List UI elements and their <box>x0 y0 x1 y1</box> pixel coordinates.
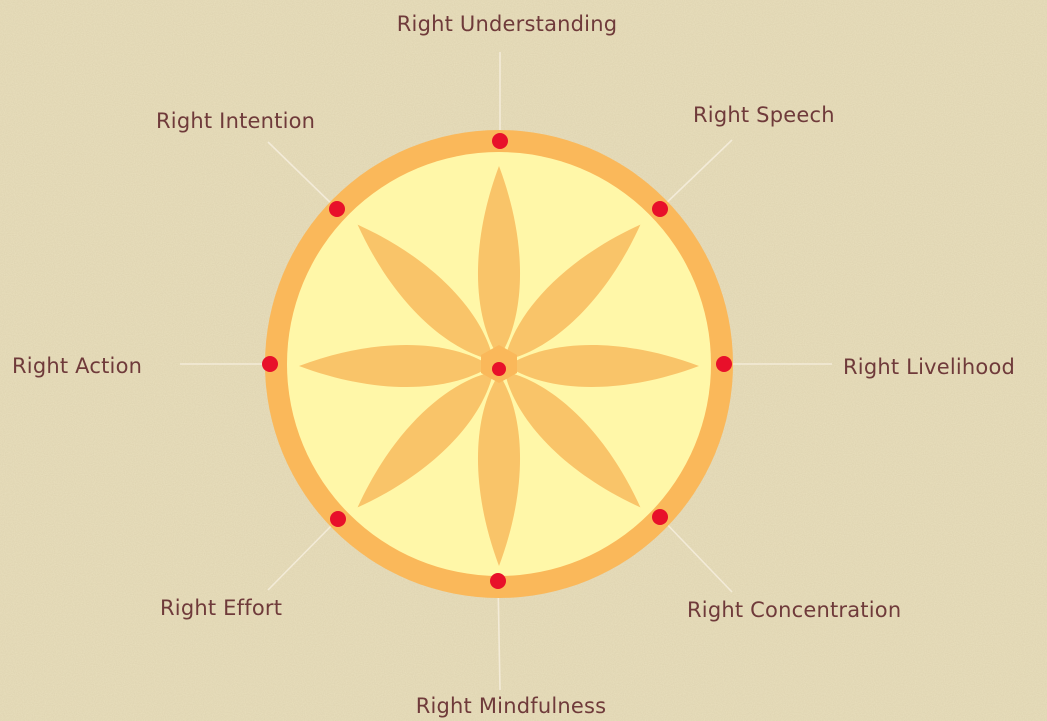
dot-livelihood <box>716 356 732 372</box>
label-right-intention: Right Intention <box>156 109 315 133</box>
label-right-concentration: Right Concentration <box>687 598 901 622</box>
label-right-understanding: Right Understanding <box>397 12 618 36</box>
label-right-action: Right Action <box>12 354 142 378</box>
hub-dot <box>492 362 506 376</box>
dot-effort <box>330 511 346 527</box>
label-right-livelihood: Right Livelihood <box>843 355 1015 379</box>
dot-speech <box>652 201 668 217</box>
label-right-speech: Right Speech <box>693 103 835 127</box>
dot-intention <box>329 201 345 217</box>
dot-action <box>262 356 278 372</box>
label-right-effort: Right Effort <box>160 596 282 620</box>
label-right-mindfulness: Right Mindfulness <box>416 694 607 718</box>
dot-mindfulness <box>490 573 506 589</box>
dot-understanding <box>492 133 508 149</box>
dot-concentration <box>652 509 668 525</box>
